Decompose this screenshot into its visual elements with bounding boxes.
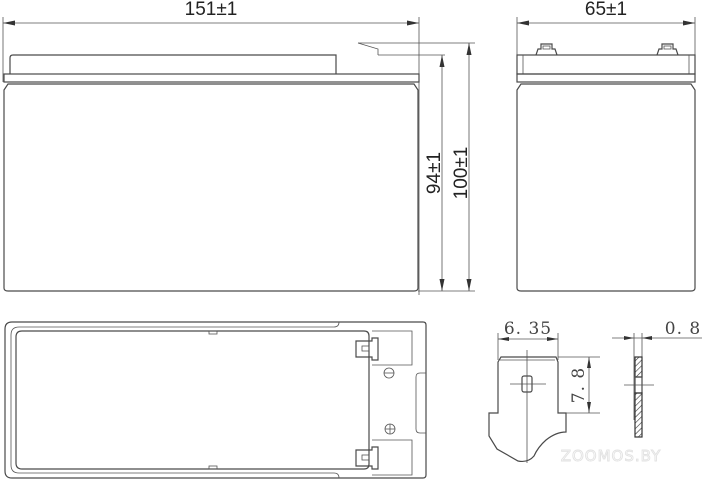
side-slot (415, 372, 426, 434)
top-outer-outline (4, 321, 427, 479)
arrow-left-icon (642, 336, 652, 340)
lid-band (3, 73, 420, 83)
section-hatch-bottom (634, 392, 643, 438)
side-view: 65±1 (516, 0, 696, 292)
battery-body-front (3, 83, 419, 292)
terminal-top-neg (355, 337, 379, 361)
arrow-right-icon (407, 20, 419, 26)
arrow-up-icon (587, 357, 591, 368)
terminal-pocket-bottom (372, 439, 413, 476)
terminal-flag (357, 42, 379, 55)
top-view (4, 321, 427, 479)
watermark: ZOOMOS.BY (561, 447, 662, 465)
lid-raised (9, 54, 337, 74)
side-lid-band (516, 73, 696, 83)
thickness-label: 0. 8 (665, 319, 701, 339)
terminal-width-label: 6. 35 (504, 319, 552, 339)
arrow-right-icon (624, 336, 634, 340)
total-height-label: 100±1 (451, 147, 472, 200)
arrow-up-icon (439, 55, 445, 67)
arrow-right-icon (547, 337, 558, 341)
arrow-left-icon (3, 20, 15, 26)
positive-polarity-icon (384, 423, 396, 435)
terminal-height-label: 7. 8 (569, 367, 589, 403)
top-rim (10, 321, 340, 479)
negative-polarity-icon (383, 367, 395, 379)
terminal-pocket-top (372, 330, 413, 366)
arrow-up-icon (466, 43, 472, 55)
terminal-right (656, 43, 679, 56)
notch-bottom (208, 465, 218, 470)
side-lid (516, 54, 696, 75)
terminal-tab-outline (488, 356, 567, 463)
arrow-left-icon (517, 20, 529, 26)
front-view: 151±1 94±1 100±1 (2, 0, 475, 295)
terminal-left (535, 43, 558, 56)
notch-top (208, 330, 218, 335)
arrow-down-icon (439, 279, 445, 291)
section-hatch-top (634, 356, 643, 378)
front-width-label: 151±1 (185, 0, 238, 20)
side-width-label: 65±1 (585, 0, 627, 20)
terminal-top-pos (355, 446, 379, 470)
top-inner-panel (15, 330, 370, 470)
terminal-detail: 6. 35 7. 8 (488, 319, 600, 463)
arrow-down-icon (587, 402, 591, 413)
battery-body-side (516, 83, 696, 292)
arrow-down-icon (466, 279, 472, 291)
terminal-thickness-view: 0. 8 (612, 319, 702, 438)
arrow-right-icon (683, 20, 695, 26)
body-height-label: 94±1 (424, 152, 445, 194)
arrow-left-icon (498, 337, 509, 341)
